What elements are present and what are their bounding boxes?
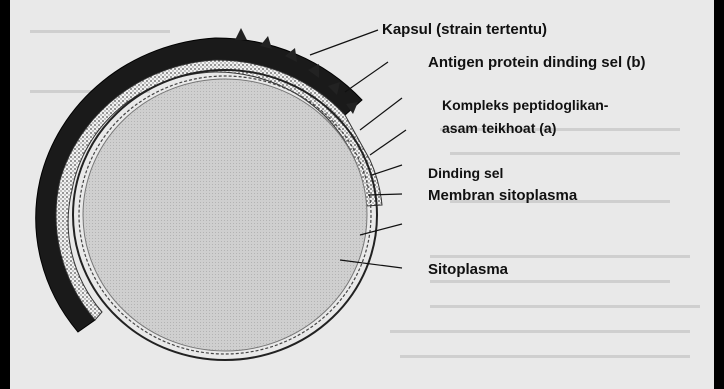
label-complex-line2: asam teikhoat (a) xyxy=(442,118,556,138)
textbook-page: Kapsul (strain tertentu) Antigen protein… xyxy=(10,0,714,389)
label-cytoplasm: Sitoplasma xyxy=(428,260,508,280)
label-membrane: Membran sitoplasma xyxy=(428,186,577,206)
label-capsule: Kapsul (strain tertentu) xyxy=(382,20,547,40)
label-complex-line1: Kompleks peptidoglikan- xyxy=(442,95,608,115)
cytoplasm-body xyxy=(83,79,367,351)
label-antigen: Antigen protein dinding sel (b) xyxy=(428,53,645,73)
label-cell-wall: Dinding sel xyxy=(428,163,503,183)
